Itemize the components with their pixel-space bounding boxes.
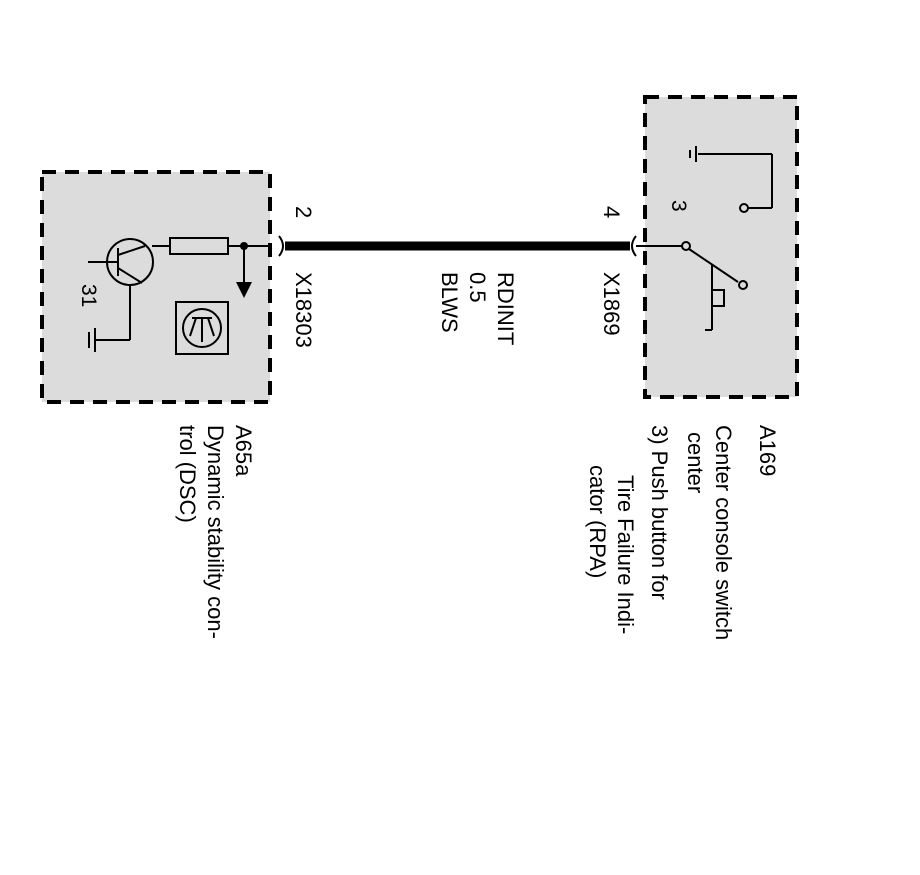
switch-center-desc-line3: 3) Push button for — [647, 425, 672, 600]
transistor-box-icon — [175, 301, 229, 355]
switch-center-desc-line4: Tire Failure Indi- — [613, 475, 638, 634]
wire-gauge-label: 0.5 — [465, 272, 490, 303]
right-connector-symbol — [631, 235, 637, 257]
dsc-module-desc-line2: trol (DSC) — [175, 425, 200, 523]
arrow-down-icon — [236, 282, 252, 298]
switch-center-desc-line5: cator (RPA) — [585, 465, 610, 578]
switch-center-id: A169 — [755, 425, 780, 476]
switch-center-desc-line2: center — [683, 432, 708, 493]
right-connector-label: X1869 — [599, 272, 624, 336]
dsc-module-box — [40, 170, 272, 404]
ground-terminal-label: 31 — [77, 284, 100, 307]
switch-center-desc-line1: Center console switch — [711, 425, 736, 640]
wire-color-label: BLWS — [437, 272, 462, 333]
left-pin-label: 2 — [291, 206, 316, 218]
internal-pin-label: 3 — [667, 200, 690, 212]
wire-signal-label: RDINIT — [493, 272, 518, 345]
left-connector-label: X18303 — [291, 272, 316, 348]
dsc-module-desc-line1: Dynamic stability con- — [203, 425, 228, 639]
left-connector-symbol — [278, 235, 284, 257]
dsc-module-id: A65a — [231, 425, 256, 477]
right-pin-label: 4 — [599, 206, 624, 218]
transistor-circuit — [88, 237, 272, 355]
push-button-circuit — [636, 146, 773, 331]
